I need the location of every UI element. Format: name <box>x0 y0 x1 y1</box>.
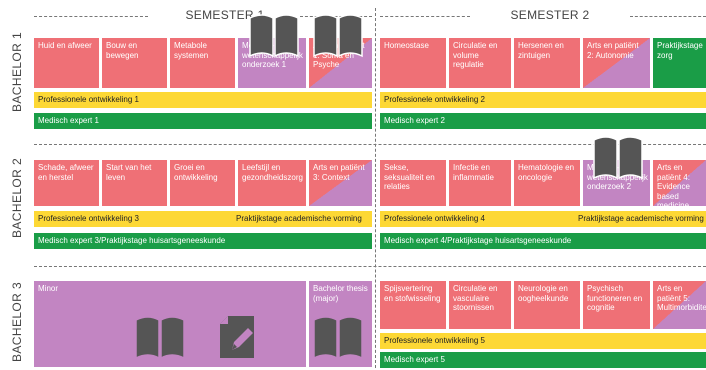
course-block: Arts en patiënt 2: Autonomie <box>583 38 650 88</box>
course-block: Psychisch functioneren en cognitie <box>583 281 650 329</box>
year-divider-2 <box>34 266 706 267</box>
professional-development-bar: Professionele ontwikkeling 1 <box>34 92 372 108</box>
bachelor-1-label: BACHELOR 1 <box>10 31 24 112</box>
medical-expert-bar: Medisch expert 2 <box>380 113 706 129</box>
course-block: Arts en patiënt 5: Multimorbiditeit <box>653 281 706 329</box>
professional-development-label: Professionele ontwikkeling 3 <box>38 214 139 223</box>
semester-2-label: SEMESTER 2 <box>510 8 590 22</box>
course-block: Leefstijl en gezondheidszorg <box>238 160 306 206</box>
academic-internship-label: Praktijkstage academische vorming <box>578 214 704 223</box>
course-block: Start van het leven <box>102 160 167 206</box>
semester-1-label: SEMESTER 1 <box>185 8 265 22</box>
semester-1-divider-right <box>300 16 372 17</box>
course-block: Sekse, seksualiteit en relaties <box>380 160 446 206</box>
course-block: Metabole systemen <box>170 38 235 88</box>
medical-expert-bar: Medisch expert 3/Praktijkstage huisartsg… <box>34 233 372 249</box>
course-block: Circulatie en vasculaire stoornissen <box>449 281 511 329</box>
course-block: Neurologie en oogheelkunde <box>514 281 580 329</box>
professional-development-bar: Professionele ontwikkeling 2 <box>380 92 706 108</box>
year-divider-1 <box>34 144 706 145</box>
course-block: Spijsvertering en stofwisseling <box>380 281 446 329</box>
course-block: Arts en patiënt 4: Evidence based medici… <box>653 160 706 206</box>
course-block: Homeostase <box>380 38 446 88</box>
bachelor-3-label: BACHELOR 3 <box>10 281 24 362</box>
course-block: Bouw en bewegen <box>102 38 167 88</box>
course-block: Hersenen en zintuigen <box>514 38 580 88</box>
course-block: Praktijkstage zorg <box>653 38 706 88</box>
medical-expert-bar: Medisch expert 5 <box>380 352 706 368</box>
semester-2-divider <box>380 16 470 17</box>
course-block: Schade, afweer en herstel <box>34 160 99 206</box>
course-block: Huid en afweer <box>34 38 99 88</box>
professional-development-label: Professionele ontwikkeling 4 <box>384 214 485 223</box>
semester-2-divider-right <box>630 16 706 17</box>
pen-paper-icon <box>220 316 254 358</box>
book-icon <box>313 14 363 58</box>
professional-development-bar: Professionele ontwikkeling 5 <box>380 333 706 349</box>
semester-1-divider <box>34 16 148 17</box>
bachelor-2-label: BACHELOR 2 <box>10 157 24 238</box>
book-icon <box>135 316 185 360</box>
course-block: Hematologie en oncologie <box>514 160 580 206</box>
professional-development-bar: Professionele ontwikkeling 3 <box>34 211 372 227</box>
professional-development-bar: Professionele ontwikkeling 4 <box>380 211 706 227</box>
academic-internship-label: Praktijkstage academische vorming <box>236 214 362 223</box>
course-block: Infectie en inflammatie <box>449 160 511 206</box>
course-block: Circulatie en volume regulatie <box>449 38 511 88</box>
course-block: Groei en ontwikkeling <box>170 160 235 206</box>
medical-expert-bar: Medisch expert 4/Praktijkstage huisartsg… <box>380 233 706 249</box>
semester-split-line <box>375 8 376 368</box>
book-icon <box>593 136 643 180</box>
book-icon <box>313 316 363 360</box>
book-icon <box>249 14 299 58</box>
medical-expert-bar: Medisch expert 1 <box>34 113 372 129</box>
course-block: Arts en patiënt 3: Context <box>309 160 372 206</box>
